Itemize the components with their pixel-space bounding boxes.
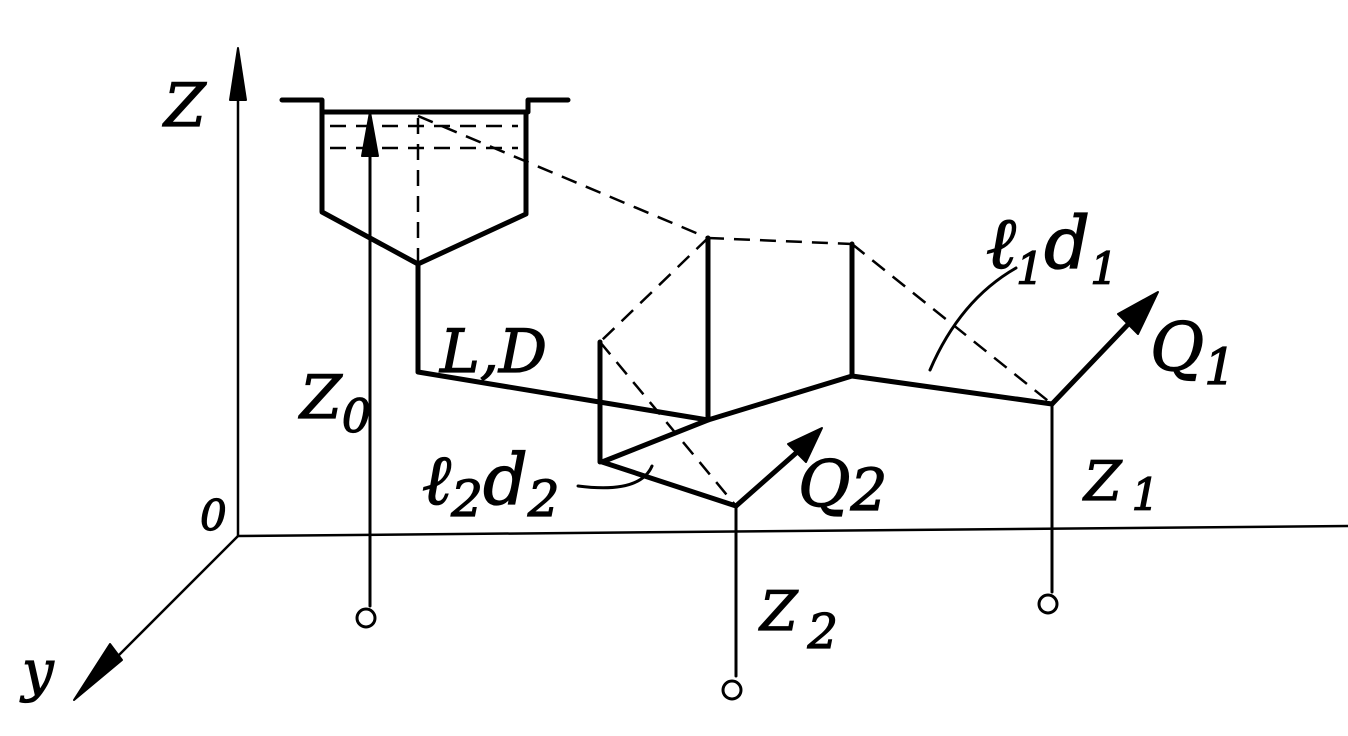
z0-arrowhead	[361, 111, 379, 157]
dashed-line-4	[599, 237, 709, 343]
branch-pipe-2	[599, 417, 739, 509]
main-pipe	[415, 261, 711, 423]
q1-arrowhead	[1117, 291, 1159, 335]
x-axis	[237, 524, 1348, 538]
q2-arrowhead	[787, 427, 823, 463]
z0-label: Z0	[298, 363, 371, 443]
piezometric-lines	[417, 114, 1053, 507]
q1-outlet	[1037, 291, 1159, 615]
q1-arrow-line	[1049, 313, 1139, 407]
dashed-line-3	[851, 243, 1053, 405]
z0-marker	[355, 111, 379, 629]
leader-l2d2	[576, 464, 654, 490]
q2-label: Q2	[798, 448, 887, 524]
q2-outlet	[721, 427, 823, 701]
tank-body	[319, 109, 529, 267]
y-axis-label: y	[19, 639, 55, 704]
leader-l1d1	[928, 266, 1018, 372]
z-axis-label: Z	[162, 71, 207, 141]
reservoir	[279, 97, 571, 267]
y-axis-arrowhead	[73, 643, 123, 701]
q2-arrow-line	[733, 443, 807, 509]
dashed-line-1	[417, 114, 709, 240]
tank-rim	[279, 97, 571, 115]
dashed-line-2	[707, 236, 853, 246]
branch-pipe-1	[705, 373, 1055, 423]
coordinate-axes	[73, 47, 1348, 701]
q1-label: Q1	[1150, 309, 1236, 396]
branch-1-label: ℓ1d1	[986, 201, 1118, 295]
main-pipe-label: L,D	[439, 317, 547, 387]
dashed-line-5	[599, 341, 737, 507]
z1-datum-circle	[1037, 593, 1059, 615]
z2-datum-circle	[721, 679, 743, 701]
z-axis-arrowhead	[229, 47, 247, 101]
branch-2-label: ℓ2d2	[422, 439, 560, 528]
z0-datum-circle	[355, 607, 377, 629]
origin-label: 0	[200, 491, 227, 540]
